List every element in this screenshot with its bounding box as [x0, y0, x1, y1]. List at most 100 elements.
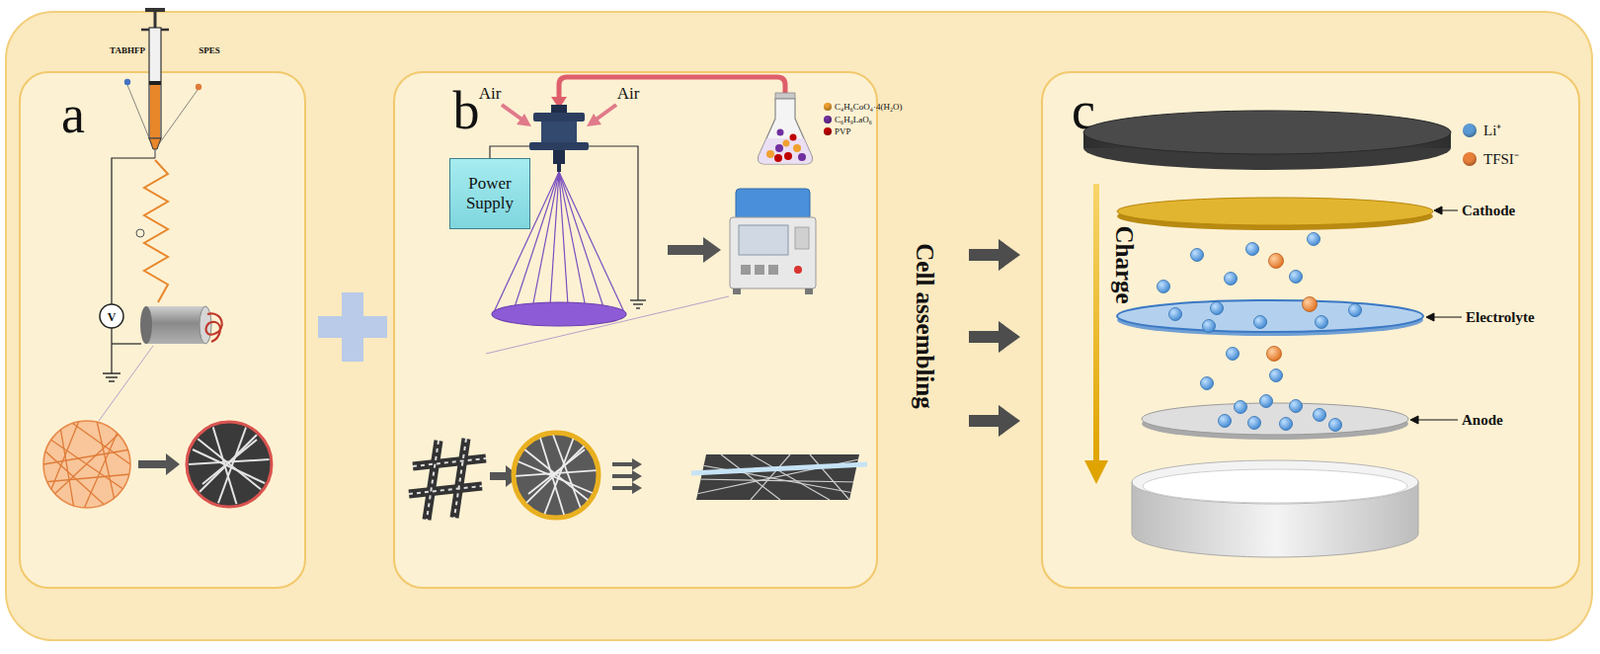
fiber-mesh [43, 420, 131, 508]
lithium-ion [1200, 377, 1214, 391]
furnace [794, 265, 802, 274]
charge-arrow [1084, 183, 1109, 484]
spinning-cone [511, 171, 560, 317]
ground-wire [630, 299, 646, 301]
cathode-disc [1117, 197, 1434, 226]
nanofiber-film [696, 459, 860, 494]
process-arrow [612, 470, 642, 482]
spinneret [529, 142, 589, 151]
precursor-flask [777, 129, 785, 137]
panel-letter: c [1071, 83, 1096, 138]
spinneret [551, 104, 567, 113]
syringe [154, 11, 158, 81]
component-marker [127, 84, 153, 146]
spinneret [529, 104, 589, 172]
syringe [141, 28, 169, 32]
component-marker [195, 83, 202, 90]
component-label: SPES [198, 46, 221, 56]
precursor-flask [766, 150, 775, 159]
lithium-ion [1254, 316, 1268, 329]
component-marker [124, 79, 202, 146]
nanofiber-film [696, 464, 860, 494]
furnace [804, 288, 813, 295]
lithium-ion [1289, 270, 1303, 284]
circuit-wire [111, 158, 156, 305]
furnace [795, 227, 809, 249]
sem-image [187, 424, 272, 506]
lithium-ion [1226, 347, 1240, 361]
fiber-grid [426, 440, 439, 520]
spinneret [541, 121, 577, 143]
tfsi-anion [1267, 253, 1318, 362]
sem-image [515, 460, 595, 494]
fiber-grid [454, 438, 467, 518]
component-label: TABHFP [109, 46, 146, 56]
fiber-mesh [49, 420, 80, 494]
process-arrow [138, 453, 180, 476]
ground-wire [636, 307, 640, 309]
circuit-wire [102, 372, 121, 374]
nanofiber-film [696, 454, 860, 500]
precursor-flask [798, 153, 806, 161]
sem-image [513, 432, 599, 518]
furnace [754, 264, 765, 275]
furnace [732, 288, 741, 295]
ground-wire [633, 303, 643, 305]
sem-image [217, 424, 247, 506]
label-arrow [1416, 419, 1458, 421]
spinning-cone [530, 171, 560, 319]
precursor-flask [784, 152, 793, 160]
electrolyte-disc [1117, 300, 1424, 332]
label-arrow [1434, 206, 1442, 215]
sem-image [212, 424, 238, 506]
furnace [729, 217, 816, 289]
circuit-wire [99, 304, 124, 328]
sem-image [192, 449, 267, 484]
syringe [149, 138, 161, 150]
fiber-jet [136, 229, 145, 238]
syringe [145, 7, 165, 12]
fiber-mesh [43, 420, 131, 509]
precursor-flask [758, 98, 813, 164]
spinneret [533, 112, 585, 122]
label-arrow [1432, 317, 1462, 319]
step-label: Cell assembling [912, 242, 938, 408]
bottom-can [1131, 460, 1419, 504]
nanofiber-film [809, 454, 850, 500]
syringe [141, 7, 169, 159]
top-cap [1083, 126, 1451, 170]
charge-arrow [1084, 460, 1109, 484]
circuit-wire [105, 376, 118, 378]
spinning-cone [559, 171, 625, 313]
lithium-ion [1191, 248, 1204, 262]
sem-image [539, 434, 565, 518]
syringe [149, 27, 161, 139]
circuit-wire [99, 158, 156, 382]
precursor-flask [790, 134, 798, 142]
nanofiber-film [691, 454, 868, 500]
spinneret [553, 150, 565, 164]
anode-disc [1141, 402, 1409, 440]
electrolyte-disc [1117, 300, 1424, 336]
component-marker [124, 79, 131, 85]
furnace [738, 225, 789, 255]
sem-image [543, 434, 575, 518]
sem-image [197, 429, 262, 494]
fiber-grid [408, 438, 486, 520]
plus-sign [318, 316, 388, 338]
spinning-cone [559, 171, 569, 320]
air-arrow [586, 113, 602, 127]
cathode-disc [1117, 197, 1434, 231]
sem-image [513, 434, 599, 518]
nanofiber-film [750, 454, 791, 500]
precursor-flask [775, 144, 784, 153]
spinning-cone [493, 171, 625, 320]
nanofiber-film [696, 479, 860, 482]
label-arrow [1410, 415, 1419, 424]
top-cap [1083, 110, 1451, 170]
nanofiber-film [750, 454, 830, 500]
panel-box: c [1040, 71, 1581, 589]
fiber-mesh [43, 434, 131, 494]
